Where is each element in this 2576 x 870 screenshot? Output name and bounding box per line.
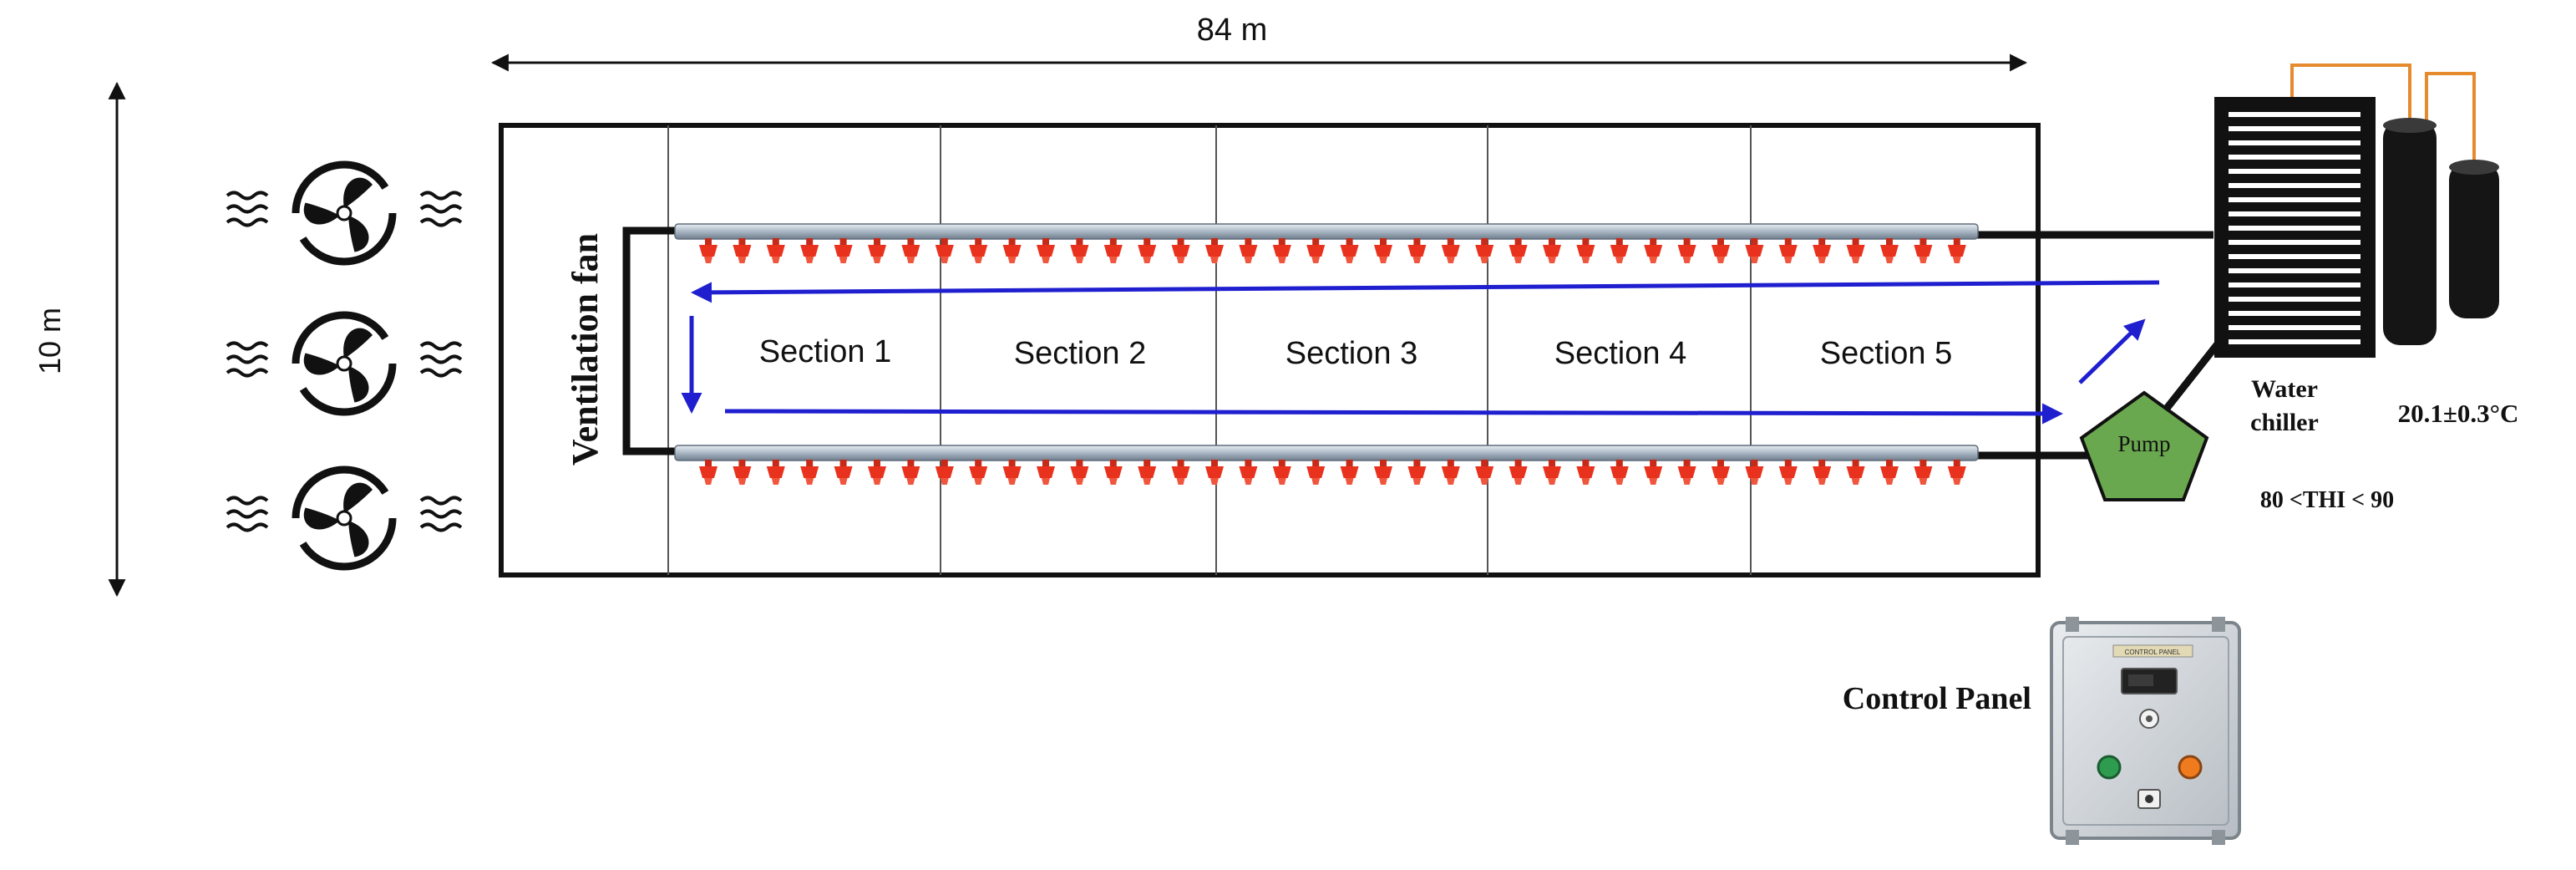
control-panel: Control Panel CONTROL PANEL bbox=[1843, 617, 2241, 845]
pump-icon bbox=[2079, 390, 2209, 501]
width-label: 10 m bbox=[33, 308, 67, 374]
flow-arrow bbox=[724, 403, 2063, 425]
chiller-fin bbox=[2229, 183, 2360, 188]
chiller-fin bbox=[2229, 169, 2360, 174]
chiller-fin bbox=[2229, 268, 2360, 273]
chiller-fin bbox=[2229, 325, 2360, 330]
tank-icon bbox=[2383, 121, 2437, 345]
water-chiller: Water chiller 20.1±0.3°C 80 <THI < 90 bbox=[2214, 64, 2519, 513]
water-chiller-label-line2: chiller bbox=[2250, 409, 2319, 436]
control-panel-label: Control Panel bbox=[1843, 681, 2031, 716]
chiller-fin bbox=[2229, 226, 2360, 231]
section-label: Section 4 bbox=[1554, 336, 1686, 371]
width-dimension: 10 m bbox=[33, 81, 126, 598]
chiller-fin bbox=[2229, 254, 2360, 259]
air-wave-icon bbox=[419, 191, 463, 227]
section-label: Section 3 bbox=[1285, 336, 1417, 371]
water-temperature-label: 20.1±0.3°C bbox=[2398, 399, 2519, 428]
pump-label: Pump bbox=[2117, 431, 2170, 456]
chiller-fin bbox=[2229, 140, 2360, 145]
thi-range-label: 80 <THI < 90 bbox=[2260, 487, 2394, 513]
air-wave-icon bbox=[226, 191, 269, 227]
ventilation-fan-label: Ventilation fan bbox=[565, 233, 606, 466]
chiller-fin bbox=[2229, 155, 2360, 160]
chiller-fin bbox=[2229, 112, 2360, 117]
chiller-fin bbox=[2229, 282, 2360, 287]
chiller-fin bbox=[2229, 339, 2360, 344]
section-label: Section 5 bbox=[1820, 336, 1952, 371]
air-wave-icon bbox=[419, 496, 463, 532]
pump: Pump bbox=[2079, 390, 2209, 501]
chiller-fin bbox=[2229, 311, 2360, 316]
air-wave-icon bbox=[419, 341, 463, 378]
fan-icon bbox=[296, 315, 393, 412]
fan-group bbox=[226, 165, 463, 567]
chiller-fin bbox=[2229, 211, 2360, 216]
chiller-fins bbox=[2229, 112, 2360, 344]
return-pipe bbox=[622, 226, 675, 455]
green-indicator-button bbox=[2097, 755, 2122, 780]
upper-spray-pipe bbox=[674, 223, 1979, 240]
piping bbox=[622, 223, 2232, 485]
refrigerant-line bbox=[2425, 72, 2476, 163]
section-label: Section 2 bbox=[1014, 336, 1146, 371]
refrigerant-line bbox=[2290, 64, 2411, 121]
chiller-fin bbox=[2229, 297, 2360, 302]
air-wave-icon bbox=[226, 341, 269, 378]
panel-nameplate-text: CONTROL PANEL bbox=[2125, 649, 2181, 656]
length-label: 84 m bbox=[1197, 13, 1267, 48]
chiller-fin bbox=[2229, 240, 2360, 245]
flow-arrow bbox=[691, 280, 2160, 303]
section-label: Section 1 bbox=[759, 334, 891, 369]
barn: Ventilation fan Section 1 Section 2 Sect… bbox=[499, 123, 2041, 577]
panel-nameplate bbox=[2112, 644, 2193, 658]
air-wave-icon bbox=[226, 496, 269, 532]
flow-arrow bbox=[2078, 318, 2146, 384]
tank-icon bbox=[2449, 163, 2499, 318]
fan-icon bbox=[296, 470, 393, 567]
chiller-fin bbox=[2229, 126, 2360, 131]
barn-outline bbox=[499, 123, 2041, 577]
orange-indicator-button bbox=[2178, 755, 2203, 780]
length-dimension: 84 m bbox=[490, 13, 2028, 72]
flow-arrows bbox=[681, 280, 2160, 425]
fan-icon bbox=[296, 165, 393, 262]
chiller-fin bbox=[2229, 197, 2360, 202]
water-chiller-label-line1: Water bbox=[2251, 375, 2318, 403]
lower-spray-pipe bbox=[674, 445, 1979, 461]
control-panel-box bbox=[2050, 621, 2241, 840]
